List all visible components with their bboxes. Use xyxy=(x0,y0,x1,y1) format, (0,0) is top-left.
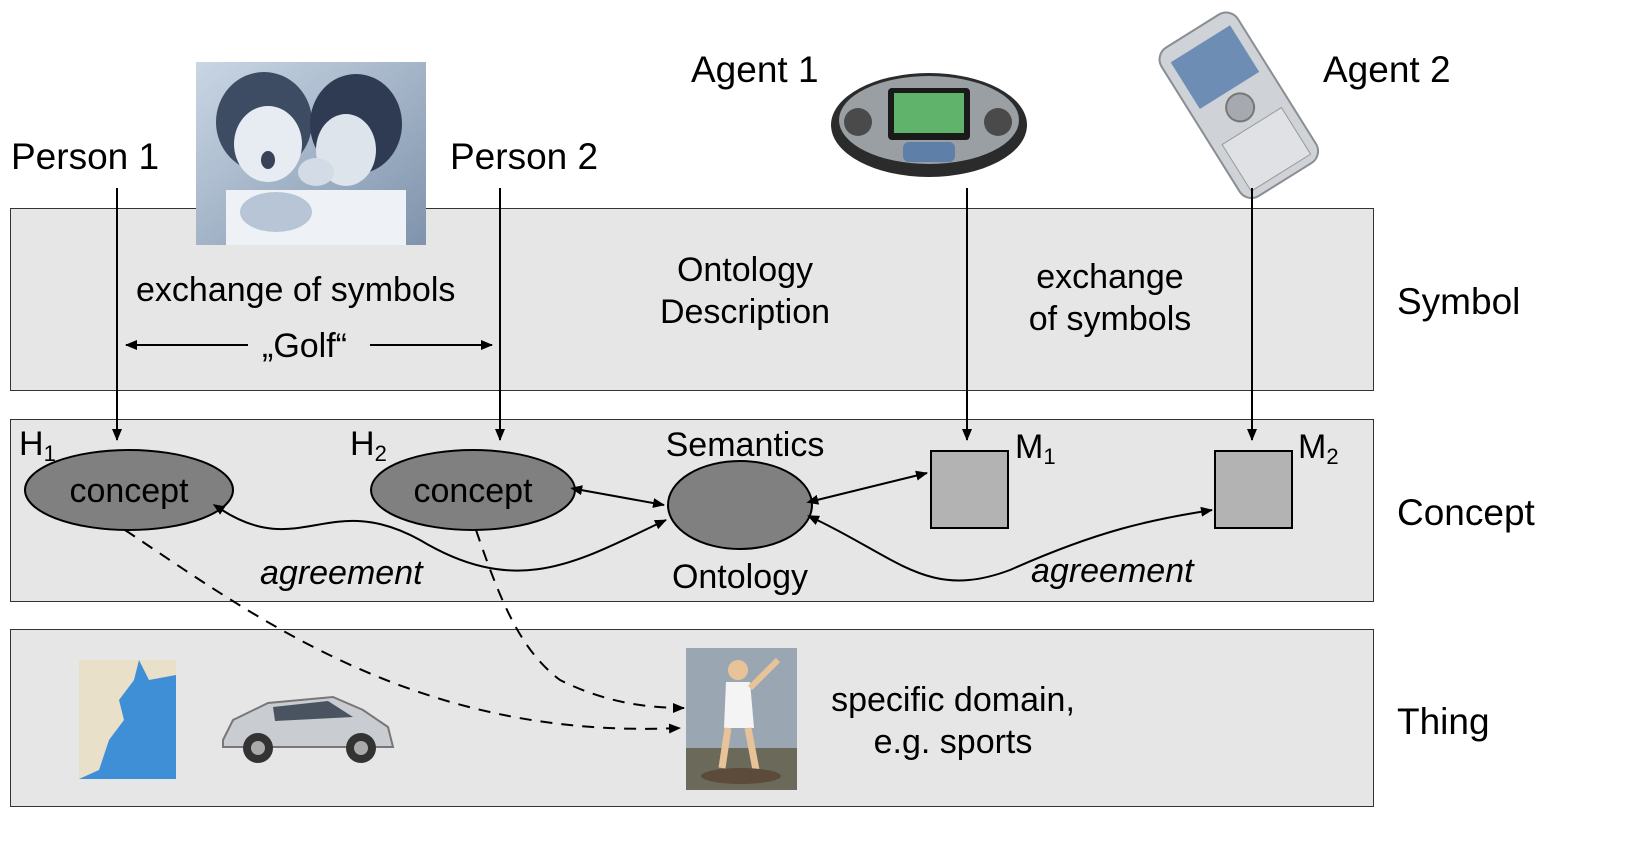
agreement-right-label: agreement xyxy=(1031,552,1194,590)
m2-label: M2 xyxy=(1298,428,1339,469)
map-image xyxy=(79,660,176,779)
semantics-label: Semantics xyxy=(665,426,825,464)
girls-whispering-photo xyxy=(196,62,426,245)
concept2-reference xyxy=(475,529,685,713)
agreement-left-curve xyxy=(212,504,667,572)
agent2-device xyxy=(1158,11,1320,200)
agreement-left-label: agreement xyxy=(260,554,423,592)
ontology-label: Ontology xyxy=(671,558,809,596)
person1-label: Person 1 xyxy=(11,136,160,177)
agreement-right-curve xyxy=(807,506,1213,582)
concept1-reference xyxy=(124,529,681,734)
car-image xyxy=(222,695,395,763)
ontology-description-line2: Description xyxy=(659,293,831,331)
tennis-player-image xyxy=(686,648,797,790)
layer-label-thing: Thing xyxy=(1397,701,1490,742)
exchange-symbols-right-line2: of symbols xyxy=(1028,300,1192,338)
concept-h1-shape xyxy=(24,449,234,531)
concept-h1-label: concept xyxy=(69,472,189,510)
m1-box xyxy=(930,450,1009,529)
domain-line2: e.g. sports xyxy=(873,723,1033,761)
layer-label-symbol: Symbol xyxy=(1397,281,1521,322)
concept2-ontology-arrow xyxy=(570,485,665,508)
exchange-symbols-left: exchange of symbols xyxy=(136,271,456,309)
layer-label-concept: Concept xyxy=(1397,492,1535,533)
domain-line1: specific domain, xyxy=(831,681,1075,719)
agent2-label: Agent 2 xyxy=(1323,49,1451,90)
ontology-description-line1: Ontology xyxy=(676,251,814,289)
m1-label: M1 xyxy=(1015,428,1056,469)
person2-label: Person 2 xyxy=(450,136,599,177)
golf-symbol: „Golf“ xyxy=(262,327,347,365)
agent1-device xyxy=(831,73,1027,177)
m2-box xyxy=(1214,450,1293,529)
concept-h2-label: concept xyxy=(413,472,533,510)
ontology-m1-arrow xyxy=(806,470,928,505)
h2-label: H2 xyxy=(350,425,387,466)
exchange-symbols-right-line1: exchange xyxy=(1036,258,1184,296)
agent1-label: Agent 1 xyxy=(691,49,819,90)
h1-label: H1 xyxy=(19,425,56,466)
ontology-shape xyxy=(667,460,813,550)
